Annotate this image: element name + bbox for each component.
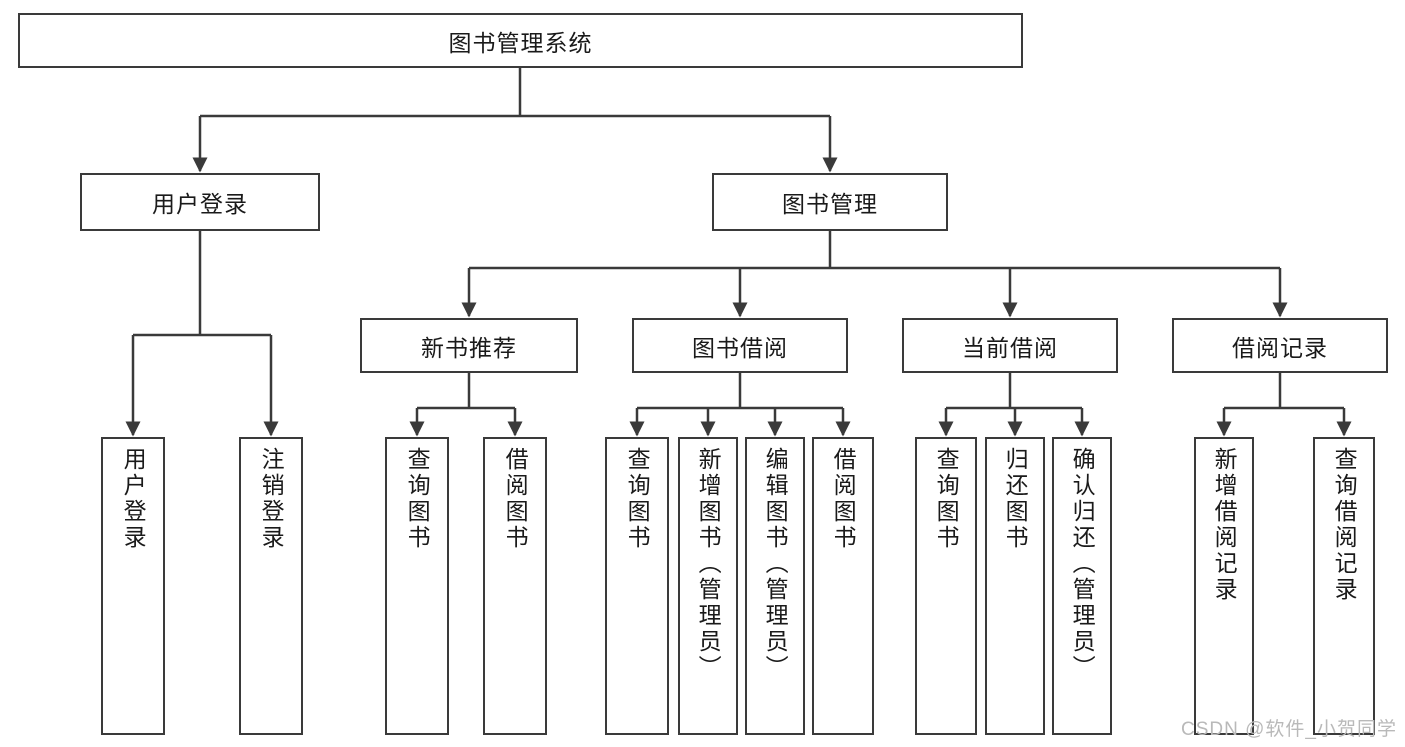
node-label: 用户登录 <box>152 191 248 217</box>
leaf-label: 借阅图书 <box>830 447 857 551</box>
leaf-label: 查询图书 <box>624 447 651 551</box>
node-root[interactable]: 图书管理系统 <box>18 13 1023 68</box>
leaf-label: 编辑图书（管理员） <box>762 447 789 681</box>
node-label: 借阅记录 <box>1232 334 1328 361</box>
node-level3-new-book-recommend[interactable]: 新书推荐 <box>360 318 578 373</box>
leaf-label: 查询图书 <box>933 447 960 551</box>
leaf-user-login[interactable]: 用户登录 <box>101 437 165 735</box>
leaf-label: 确认归还（管理员） <box>1069 447 1096 681</box>
leaf-edit-book-admin[interactable]: 编辑图书（管理员） <box>745 437 805 735</box>
leaf-borrow-book-recommend[interactable]: 借阅图书 <box>483 437 547 735</box>
leaf-label: 借阅图书 <box>502 447 529 551</box>
leaf-label: 用户登录 <box>120 447 147 551</box>
leaf-query-book-borrow[interactable]: 查询图书 <box>605 437 669 735</box>
node-level2-user-login[interactable]: 用户登录 <box>80 173 320 231</box>
watermark: CSDN @软件_小贺同学 <box>1181 719 1397 740</box>
leaf-label: 查询图书 <box>404 447 431 551</box>
node-label: 新书推荐 <box>421 334 517 361</box>
node-level3-book-borrow[interactable]: 图书借阅 <box>632 318 848 373</box>
node-label: 图书借阅 <box>692 334 788 361</box>
leaf-add-book-admin[interactable]: 新增图书（管理员） <box>678 437 738 735</box>
leaf-return-book[interactable]: 归还图书 <box>985 437 1045 735</box>
leaf-label: 查询借阅记录 <box>1331 447 1358 603</box>
leaf-query-book-current[interactable]: 查询图书 <box>915 437 977 735</box>
leaf-confirm-return-admin[interactable]: 确认归还（管理员） <box>1052 437 1112 735</box>
leaf-label: 新增借阅记录 <box>1211 447 1238 603</box>
leaf-add-borrow-record[interactable]: 新增借阅记录 <box>1194 437 1254 735</box>
leaf-query-borrow-record[interactable]: 查询借阅记录 <box>1313 437 1375 735</box>
leaf-label: 归还图书 <box>1002 447 1029 551</box>
node-level3-borrow-record[interactable]: 借阅记录 <box>1172 318 1388 373</box>
node-root-label: 图书管理系统 <box>448 29 593 56</box>
node-label: 当前借阅 <box>962 334 1058 361</box>
node-level2-book-management[interactable]: 图书管理 <box>712 173 948 231</box>
node-level3-current-borrow[interactable]: 当前借阅 <box>902 318 1118 373</box>
leaf-borrow-book[interactable]: 借阅图书 <box>812 437 874 735</box>
leaf-logout[interactable]: 注销登录 <box>239 437 303 735</box>
leaf-label: 注销登录 <box>258 447 285 551</box>
leaf-label: 新增图书（管理员） <box>695 447 722 681</box>
leaf-query-book-recommend[interactable]: 查询图书 <box>385 437 449 735</box>
node-label: 图书管理 <box>782 191 878 217</box>
